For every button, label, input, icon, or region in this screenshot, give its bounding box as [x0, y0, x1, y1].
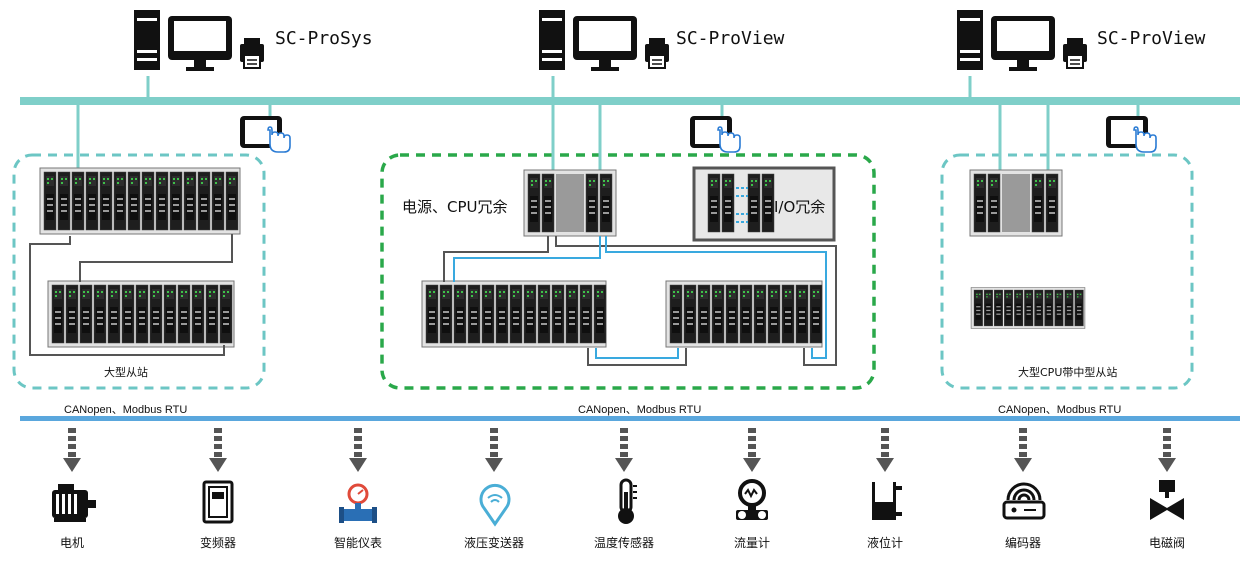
tablet-icon-3 [1105, 115, 1157, 153]
workstation-1-label: SC-ProSys [275, 28, 373, 49]
thermometer-icon [618, 478, 637, 524]
device-label-motor: 电机 [59, 536, 84, 550]
plc-rack-right-medium [970, 287, 1086, 329]
device-label-flowmeter: 流量计 [733, 536, 770, 550]
field-bus [20, 416, 1240, 421]
level-gauge-icon [872, 482, 902, 520]
plc-rack-right-cpu [969, 169, 1063, 237]
plc-rack-left-bottom [47, 280, 235, 348]
tablet-icon-2 [689, 115, 741, 153]
device-label-encoder: 编码器 [1004, 536, 1041, 550]
device-label-inverter: 变频器 [199, 536, 236, 550]
tablet-icon-1 [239, 115, 291, 153]
workstation-3 [956, 9, 1088, 72]
cpu-redundancy-label: 电源、CPU冗余 [402, 198, 508, 216]
motor-icon [52, 484, 96, 522]
workstation-2 [538, 9, 670, 72]
group-middle-box [380, 153, 876, 390]
plc-rack-left-top [39, 167, 241, 235]
plc-rack-middle-b [665, 280, 823, 348]
encoder-icon [1002, 482, 1046, 520]
device-label-solenoid-valve: 电磁阀 [1148, 536, 1185, 550]
smart-meter-icon [339, 483, 377, 523]
flowmeter-icon [736, 479, 768, 520]
protocol-label-2: CANopen、Modbus RTU [578, 404, 702, 416]
device-label-level-gauge: 液位计 [866, 536, 903, 550]
group-left-box [12, 153, 266, 390]
plc-rack-redundant-cpu [523, 169, 617, 237]
plc-rack-middle-a [421, 280, 607, 348]
workstation-2-label: SC-ProView [676, 28, 785, 49]
device-label-thermometer: 温度传感器 [593, 536, 654, 550]
solenoid-valve-icon [1150, 480, 1184, 520]
workstation-3-label: SC-ProView [1097, 28, 1206, 49]
ethernet-bus [20, 97, 1240, 105]
protocol-label-1: CANopen、Modbus RTU [64, 404, 188, 416]
inverter-icon [202, 480, 234, 524]
group-left-label: 大型从站 [104, 366, 148, 379]
device-label-smart-meter: 智能仪表 [333, 536, 382, 550]
group-right-box [940, 153, 1194, 390]
pressure-transmitter-icon [479, 483, 511, 527]
device-label-pressure-transmitter: 液压变送器 [463, 536, 524, 550]
io-redundancy-label: I/O冗余 [774, 198, 826, 216]
workstation-1 [133, 9, 265, 72]
group-right-label: 大型CPU带中型从站 [1018, 366, 1118, 379]
protocol-label-3: CANopen、Modbus RTU [998, 404, 1122, 416]
